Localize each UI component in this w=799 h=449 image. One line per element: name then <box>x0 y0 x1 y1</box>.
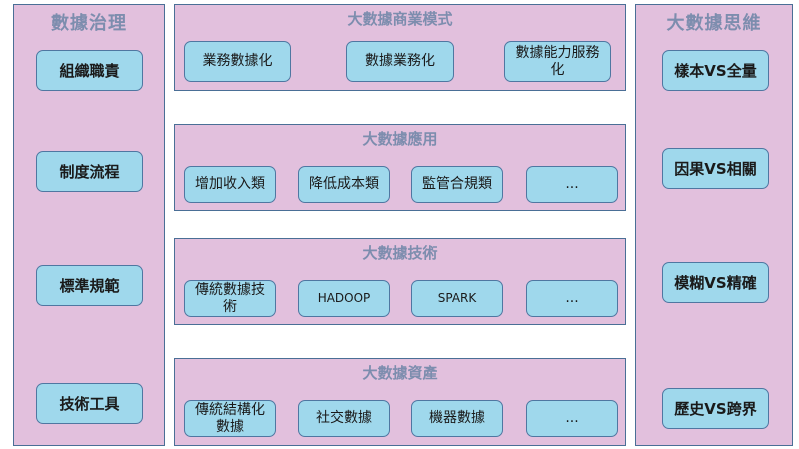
governance-panel: 數據治理 組織職責 制度流程 標準規範 技術工具 <box>13 4 165 446</box>
thinking-item-fuzzy-vs-precise[interactable]: 模糊VS精確 <box>662 262 769 303</box>
thinking-item-history-vs-crossover[interactable]: 歷史VS跨界 <box>662 388 769 429</box>
business-model-title: 大數據商業模式 <box>347 10 453 28</box>
governance-title: 數據治理 <box>51 13 127 34</box>
application-item-compliance[interactable]: 監管合規類 <box>411 166 503 203</box>
application-title: 大數據應用 <box>362 130 438 148</box>
thinking-title: 大數據思維 <box>666 13 762 34</box>
asset-title: 大數據資產 <box>362 364 438 382</box>
application-item-revenue[interactable]: 增加收入類 <box>184 166 276 203</box>
application-item-more[interactable]: ... <box>526 166 618 203</box>
governance-item-process[interactable]: 制度流程 <box>36 151 143 192</box>
technology-item-spark[interactable]: SPARK <box>411 280 503 317</box>
business-item-monetization[interactable]: 數據業務化 <box>346 41 454 82</box>
business-item-digitization[interactable]: 業務數據化 <box>184 41 291 82</box>
asset-item-machine[interactable]: 機器數據 <box>411 400 503 437</box>
thinking-item-causal-vs-correlation[interactable]: 因果VS相關 <box>662 148 769 189</box>
governance-item-standards[interactable]: 標準規範 <box>36 265 143 306</box>
asset-item-social[interactable]: 社交數據 <box>298 400 390 437</box>
technology-title: 大數據技術 <box>362 244 438 262</box>
governance-item-organization[interactable]: 組織職責 <box>36 50 143 91</box>
business-model-band: 大數據商業模式 業務數據化 數據業務化 數據能力服務化 <box>174 4 626 91</box>
technology-item-traditional[interactable]: 傳統數據技術 <box>184 280 276 317</box>
asset-item-more[interactable]: ... <box>526 400 618 437</box>
asset-band: 大數據資產 傳統結構化數據 社交數據 機器數據 ... <box>174 358 626 446</box>
thinking-panel: 大數據思維 樣本VS全量 因果VS相關 模糊VS精確 歷史VS跨界 <box>635 4 793 446</box>
technology-band: 大數據技術 傳統數據技術 HADOOP SPARK ... <box>174 238 626 325</box>
application-item-cost[interactable]: 降低成本類 <box>298 166 390 203</box>
application-band: 大數據應用 增加收入類 降低成本類 監管合規類 ... <box>174 124 626 211</box>
technology-item-more[interactable]: ... <box>526 280 618 317</box>
business-item-capability-service[interactable]: 數據能力服務化 <box>504 41 611 82</box>
technology-item-hadoop[interactable]: HADOOP <box>298 280 390 317</box>
asset-item-structured[interactable]: 傳統結構化數據 <box>184 400 276 437</box>
thinking-item-sample-vs-full[interactable]: 樣本VS全量 <box>662 50 769 91</box>
governance-item-tools[interactable]: 技術工具 <box>36 383 143 424</box>
